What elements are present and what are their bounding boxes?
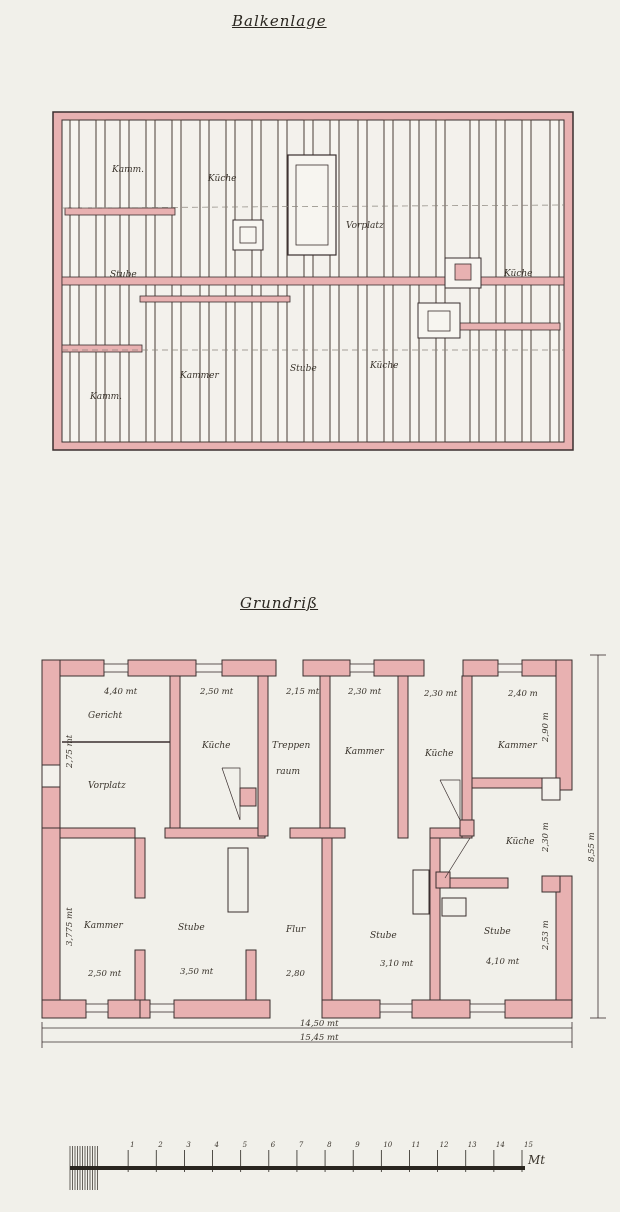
dim-bot-4: 3,10 mt [380,959,414,969]
scale-tick-label: 2 [158,1141,163,1149]
room-kuche-1: Küche [202,741,231,751]
beam-label-stube-left: Stube [110,270,137,280]
chimney-f2 [459,819,475,837]
room-kuche-2: Küche [425,749,454,759]
beam-label-kammer-tl: Kamm. [112,165,145,175]
scale-tick-label: 7 [298,1141,304,1149]
room-kammer-2: Kammer [498,741,537,751]
chimney-2b [454,263,472,281]
wall-right-upper [555,659,573,791]
scale-unit: Mt [528,1153,546,1167]
dim-top-5: 2,30 mt [424,689,458,699]
beam-band-upper [64,207,176,216]
scale-tick-label: 14 [495,1141,505,1149]
chimney-3b [427,310,451,332]
room-raum: raum [276,767,300,777]
scale-tick-label: 1 [130,1141,135,1149]
dim-bot-3: 2,80 [286,969,305,979]
beam-label-kammer-bl: Kamm. [90,392,123,402]
scale-tick-label: 15 [524,1141,533,1149]
wall-int-v9 [321,837,333,1001]
scale-tick-label: 10 [383,1141,393,1149]
beam-plan-title: Balkenlage [232,12,327,30]
scale-tick-label: 6 [270,1141,276,1149]
wall-int-v8 [245,949,257,1001]
scale-tick-label: 11 [411,1141,421,1149]
room-gericht: Gericht [88,711,123,721]
beam-label-kuche-right: Küche [504,269,533,279]
dim-total-inner: 14,50 mt [300,1019,339,1029]
wall-int-v1 [169,675,181,829]
wall-chimney-left [41,764,61,788]
beam-label-vorplatz: Vorplatz [346,221,384,231]
room-stube-3: Stube [484,927,511,937]
dim-bot-1: 2,50 mt [88,969,122,979]
stair-opening-1b [295,164,329,246]
wall-chimney-right [541,777,561,801]
room-stube-1: Stube [178,923,205,933]
dim-top-4: 2,30 mt [348,687,382,697]
scale-tick-label: 12 [439,1141,449,1149]
dim-bot-5: 4,10 mt [486,957,520,967]
wall-int-h3 [289,827,346,839]
beam-label-stube-mid: Stube [290,364,317,374]
wall-right-stub [541,875,561,893]
floor-plan-title: Grundriß [240,594,319,612]
room-kammer-1: Kammer [345,747,384,757]
dim-bot-2: 3,50 mt [180,967,214,977]
room-stube-2: Stube [370,931,397,941]
wall-int-v3 [319,675,331,829]
beam-label-kuche-mid: Küche [370,361,399,371]
scale-tick-label: 8 [327,1141,332,1149]
chimney-3 [417,302,461,339]
room-kammer-3: Kammer [84,921,123,931]
room-kuche-3: Küche [506,837,535,847]
beam-label-kammer-mid: Kammer [180,371,219,381]
dim-top-3: 2,15 mt [286,687,320,697]
dim-total-outer: 15,45 mt [300,1033,339,1043]
scale-tick-label: 4 [214,1141,219,1149]
beam-band-left2 [139,295,291,303]
wall-int-v6 [134,837,146,899]
scale-tick-label: 13 [467,1141,477,1149]
beam-band-lower [61,344,143,353]
scale-tick-label: 9 [355,1141,360,1149]
dim-top-2: 2,50 mt [200,687,234,697]
wall-int-v10 [429,837,441,1001]
dim-top-1: 4,40 mt [104,687,138,697]
wall-int-v2 [257,675,269,837]
wall-int-h1 [59,827,136,839]
wall-int-v4 [397,675,409,839]
room-vorplatz: Vorplatz [88,781,126,791]
chimney-1b [239,226,257,244]
scale-tick-label: 3 [186,1141,191,1149]
wall-int-v7 [134,949,146,1001]
scale-tick-label: 5 [242,1141,248,1149]
beam-band-mid [61,276,565,286]
beam-label-kuche-top: Küche [208,174,237,184]
dim-top-6: 2,40 m [508,689,538,699]
room-flur: Flur [286,925,306,935]
room-treppen: Treppen [272,741,311,751]
chimney-1 [232,219,264,251]
